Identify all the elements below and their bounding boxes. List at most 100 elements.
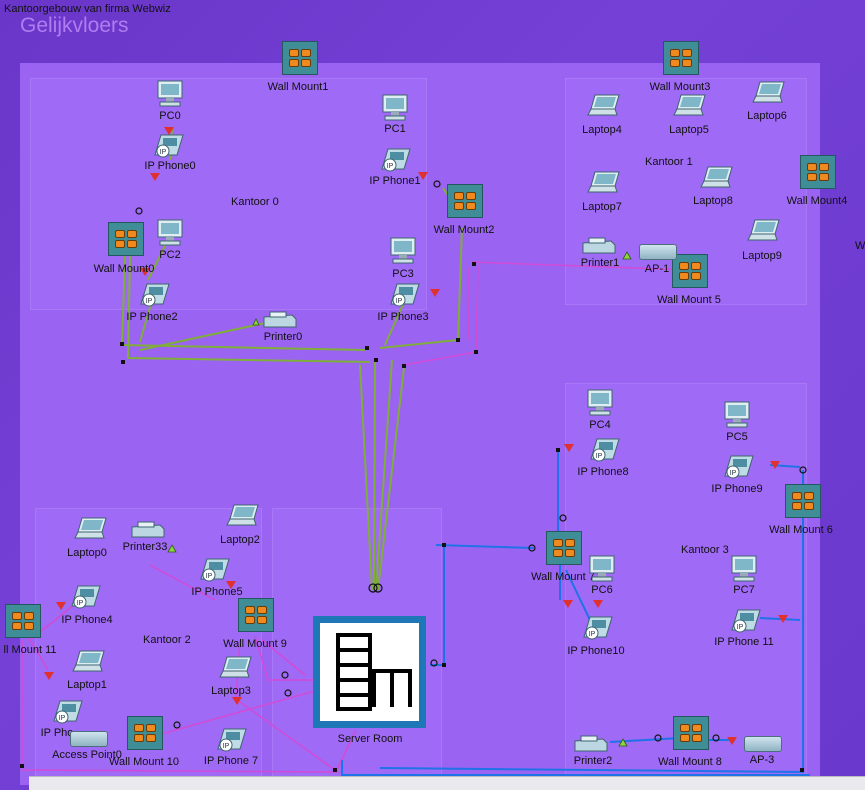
printer0-icon[interactable] [262, 311, 298, 329]
ip-phone5-label: IP Phone5 [191, 586, 243, 598]
wall-mount4-icon[interactable] [800, 155, 836, 189]
svg-text:IP: IP [59, 715, 66, 722]
ip-phone-cut-label: IP Pho [40, 727, 74, 739]
ip-phone4-icon[interactable]: IP [68, 580, 104, 610]
wall-mount0-icon[interactable] [108, 222, 144, 256]
wall-mount0-label: Wall Mount0 [93, 263, 155, 275]
wall-mount2-icon[interactable] [447, 184, 483, 218]
pc5-icon[interactable] [722, 401, 752, 429]
printer0-label: Printer0 [263, 331, 303, 343]
laptop0-label: Laptop0 [67, 547, 107, 559]
pc4-label: PC4 [589, 419, 611, 431]
svg-text:IP: IP [596, 453, 603, 460]
laptop6-icon[interactable] [752, 80, 786, 106]
ip-phone8-label: IP Phone8 [577, 466, 629, 478]
wall-mount7-icon[interactable] [546, 531, 582, 565]
wall-mount11-icon[interactable] [5, 604, 41, 638]
laptop9-label: Laptop9 [742, 250, 782, 262]
svg-text:IP: IP [160, 149, 167, 156]
ip-phone-cut-icon[interactable]: IP [50, 695, 86, 725]
svg-text:IP: IP [146, 298, 153, 305]
laptop7-label: Laptop7 [582, 201, 622, 213]
svg-text:IP: IP [387, 163, 394, 170]
laptop1-icon[interactable] [72, 649, 106, 675]
laptop4-icon[interactable] [587, 93, 621, 119]
svg-text:IP: IP [206, 573, 213, 580]
ip-phone9-label: IP Phone9 [711, 483, 763, 495]
ip-phone0-icon[interactable]: IP [151, 129, 187, 159]
pc0-label: PC0 [159, 110, 181, 122]
server-room-label: Server Room [337, 733, 403, 745]
wall-mount6-label: Wall Mount 6 [769, 524, 833, 536]
printer1-label: Printer1 [580, 257, 620, 269]
laptop7-icon[interactable] [587, 170, 621, 196]
room-label-kantoor2: Kantoor 2 [143, 634, 191, 646]
wall-mount9-icon[interactable] [238, 598, 274, 632]
room-label-kantoor1: Kantoor 1 [645, 156, 693, 168]
ap1-icon[interactable] [639, 244, 677, 260]
ip-phone11-icon[interactable]: IP [728, 604, 764, 634]
pc6-label: PC6 [591, 584, 613, 596]
ip-phone2-label: IP Phone2 [126, 311, 178, 323]
wall-mount5-icon[interactable] [672, 254, 708, 288]
laptop4-label: Laptop4 [582, 124, 622, 136]
ip-phone9-icon[interactable]: IP [721, 450, 757, 480]
ip-phone3-icon[interactable]: IP [387, 278, 423, 308]
laptop2-icon[interactable] [226, 503, 260, 529]
ip-phone5-icon[interactable]: IP [197, 553, 233, 583]
ip-phone4-label: IP Phone4 [61, 614, 113, 626]
laptop0-icon[interactable] [74, 516, 108, 542]
laptop6-label: Laptop6 [747, 110, 787, 122]
wall-mount7-label: Wall Mount 7 [531, 571, 595, 583]
pc2-label: PC2 [159, 249, 181, 261]
wall-mount10-icon[interactable] [127, 716, 163, 750]
svg-text:IP: IP [730, 470, 737, 477]
wall-mount3-label: Wall Mount3 [649, 81, 711, 93]
pc4-icon[interactable] [585, 389, 615, 417]
pc7-icon[interactable] [729, 555, 759, 583]
pc0-icon[interactable] [155, 80, 185, 108]
laptop5-icon[interactable] [673, 93, 707, 119]
svg-text:IP: IP [223, 743, 230, 750]
ip-phone2-icon[interactable]: IP [137, 278, 173, 308]
wall-mount6-icon[interactable] [785, 484, 821, 518]
laptop9-icon[interactable] [747, 218, 781, 244]
laptop3-label: Laptop3 [211, 685, 251, 697]
printer33-icon[interactable] [130, 521, 166, 539]
wall-mount1-icon[interactable] [282, 41, 318, 75]
room-kantoor0 [30, 78, 427, 310]
svg-text:IP: IP [396, 298, 403, 305]
pc1-icon[interactable] [380, 94, 410, 122]
pc3-icon[interactable] [388, 237, 418, 265]
ip-phone1-icon[interactable]: IP [378, 143, 414, 173]
ip-phone8-icon[interactable]: IP [587, 433, 623, 463]
wall-mount9-label: Wall Mount 9 [223, 638, 287, 650]
printer2-icon[interactable] [573, 735, 609, 753]
wall-mount3-icon[interactable] [663, 41, 699, 75]
ip-phone10-icon[interactable]: IP [580, 611, 616, 641]
ip-phone7-icon[interactable]: IP [214, 723, 250, 753]
laptop2-label: Laptop2 [220, 534, 260, 546]
pc5-label: PC5 [726, 431, 748, 443]
pc6-icon[interactable] [587, 555, 617, 583]
access-point0-icon[interactable] [70, 731, 108, 747]
window-title: Kantoorgebouw van firma Webwiz [4, 3, 171, 15]
svg-text:IP: IP [77, 600, 84, 607]
pc3-label: PC3 [392, 268, 414, 280]
ip-phone10-label: IP Phone10 [567, 645, 625, 657]
ap3-icon[interactable] [744, 736, 782, 752]
laptop8-icon[interactable] [700, 165, 734, 191]
printer2-label: Printer2 [573, 755, 613, 767]
horizontal-scrollbar[interactable] [29, 776, 865, 790]
ap1-label: AP-1 [644, 263, 670, 275]
ip-phone7-label: IP Phone 7 [203, 755, 259, 767]
ap3-label: AP-3 [749, 754, 775, 766]
pc1-label: PC1 [384, 123, 406, 135]
ip-phone3-label: IP Phone3 [377, 311, 429, 323]
server-room-rack-icon[interactable] [313, 616, 426, 728]
laptop3-icon[interactable] [219, 655, 253, 681]
printer1-icon[interactable] [581, 237, 617, 255]
pc2-icon[interactable] [155, 219, 185, 247]
wall-mount8-icon[interactable] [673, 716, 709, 750]
